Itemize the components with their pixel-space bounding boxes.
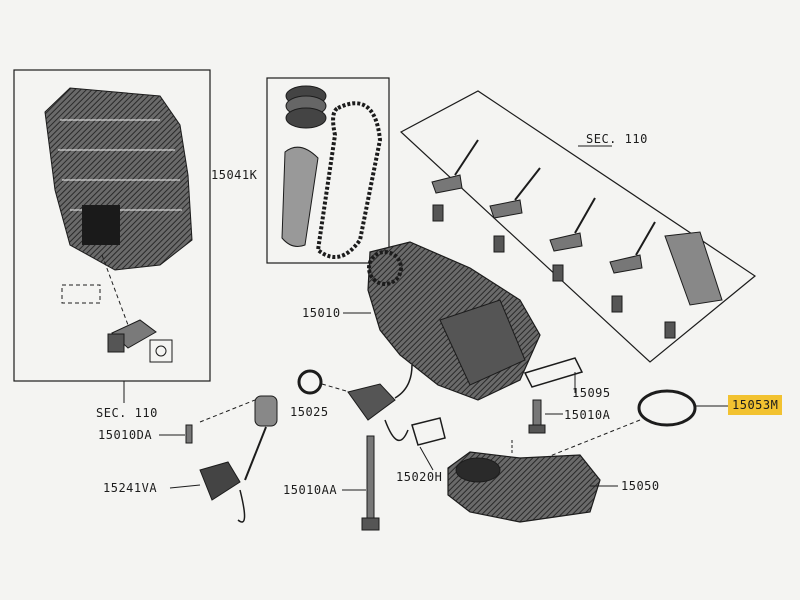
label-15010: 15010 <box>302 306 341 320</box>
bracket-plate-15095 <box>523 357 584 388</box>
oring-15025 <box>297 369 323 395</box>
tensioner-seals <box>285 85 327 129</box>
bolt-15010DA <box>185 424 193 444</box>
bracket-1 <box>431 139 479 222</box>
dashed-callout-box <box>61 284 101 304</box>
gasket-15020H <box>411 417 446 446</box>
sensor-15241VA <box>199 395 278 523</box>
label-15041K: 15041K <box>211 168 258 182</box>
bracket-4 <box>609 221 656 313</box>
label-sec110-left: SEC. 110 <box>96 406 158 420</box>
engine-assembly-box <box>13 69 211 382</box>
label-15010AA: 15010AA <box>283 483 338 497</box>
label-15095: 15095 <box>572 386 611 400</box>
label-15010A: 15010A <box>564 408 611 422</box>
gasket-15053M <box>637 389 697 427</box>
chain-guide <box>281 146 319 247</box>
label-15241VA: 15241VA <box>103 481 158 495</box>
timing-chain-box <box>266 77 390 264</box>
label-15010DA: 15010DA <box>98 428 153 442</box>
bracket-3 <box>549 197 596 282</box>
bracket-2 <box>489 167 541 253</box>
oil-strainer-15050 <box>447 451 601 523</box>
engine-block-illustration <box>44 87 193 271</box>
label-sec110-top: SEC. 110 <box>586 132 648 146</box>
label-15053M: 15053M <box>728 395 783 415</box>
label-15050: 15050 <box>621 479 660 493</box>
label-15025: 15025 <box>290 405 329 419</box>
long-bolt-15010AA <box>361 435 380 531</box>
control-solenoid <box>347 364 413 442</box>
timing-chain <box>315 101 383 260</box>
note-symbol-icon <box>149 339 173 363</box>
label-15020H: 15020H <box>396 470 443 484</box>
sec110-bolts-box <box>399 90 757 363</box>
oil-pressure-switch <box>107 319 157 353</box>
bolt-15010A <box>528 399 546 434</box>
oil-pump-assembly <box>367 241 541 401</box>
support-bracket <box>664 231 723 339</box>
